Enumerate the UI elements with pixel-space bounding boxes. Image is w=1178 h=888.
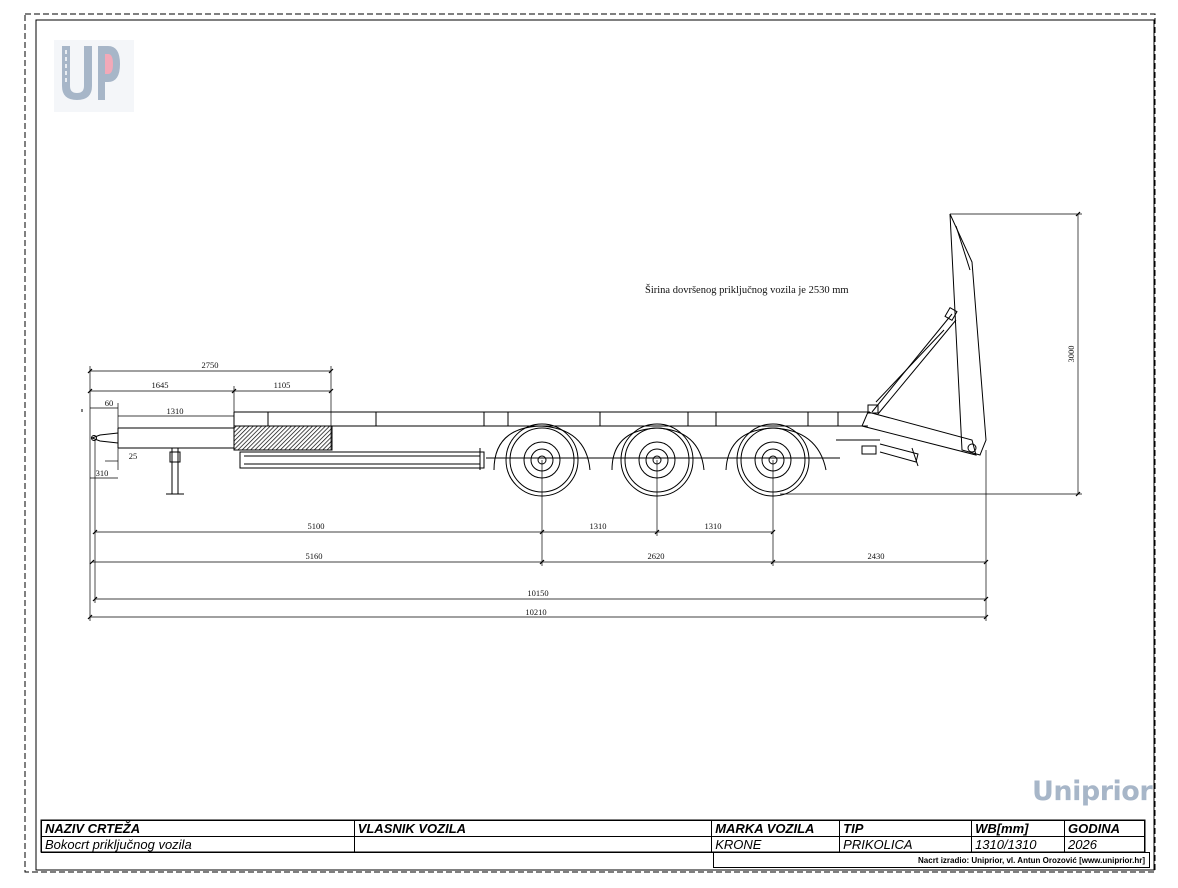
dim-1310-drawbar: 1310 — [166, 406, 184, 416]
hatched-section — [233, 425, 333, 451]
dim-1310-axle-1: 1310 — [589, 521, 607, 531]
side-toolbox — [239, 451, 485, 469]
header-vehicle-make: MARKA VOZILA — [711, 820, 841, 837]
dim-10210: 10210 — [525, 607, 547, 617]
width-note: Širina dovršenog priključnog vozila je 2… — [645, 285, 849, 296]
dim-5160: 5160 — [305, 551, 323, 561]
trailer-side-view — [81, 213, 987, 497]
dim-1310-axle-2: 1310 — [704, 521, 722, 531]
dim-1105: 1105 — [273, 380, 291, 390]
value-type: PRIKOLICA — [839, 836, 973, 853]
header-wheelbase: WB[mm] — [971, 820, 1066, 837]
dim-1645: 1645 — [151, 380, 169, 390]
dim-25: 25 — [128, 451, 138, 461]
header-year: GODINA — [1064, 820, 1145, 837]
value-vehicle-make: KRONE — [711, 836, 841, 853]
dim-3000: 3000 — [1066, 345, 1076, 363]
wheel-2 — [620, 423, 694, 497]
header-vehicle-owner: VLASNIK VOZILA — [353, 820, 713, 837]
rear-ramp — [861, 213, 987, 467]
sheet-border — [24, 13, 1156, 873]
uniprior-logo — [54, 40, 134, 112]
value-year: 2026 — [1064, 836, 1145, 853]
support-leg — [166, 447, 184, 495]
wheel-1 — [505, 423, 579, 497]
dim-10150: 10150 — [527, 588, 549, 598]
dim-2430: 2430 — [867, 551, 885, 561]
drawing-credit: Nacrt izradio: Uniprior, vl. Antun Orozo… — [713, 852, 1150, 868]
value-drawing-name: Bokocrt priključnog vozila — [41, 836, 355, 853]
header-drawing-name: NAZIV CRTEŽA — [41, 820, 355, 837]
dim-60: 60 — [104, 398, 114, 408]
dimension-lines — [87, 211, 1082, 621]
wheel-3 — [736, 423, 810, 497]
title-block: NAZIV CRTEŽA VLASNIK VOZILA MARKA VOZILA… — [41, 820, 1145, 853]
dim-5100: 5100 — [307, 521, 325, 531]
value-vehicle-owner — [353, 836, 713, 853]
value-wheelbase: 1310/1310 — [971, 836, 1066, 853]
dim-2620: 2620 — [647, 551, 665, 561]
header-type: TIP — [839, 820, 973, 837]
drawbar — [81, 409, 234, 449]
uniprior-wordmark: Uniprior — [1032, 776, 1153, 807]
dim-2750: 2750 — [201, 360, 219, 370]
dim-310: 310 — [95, 468, 109, 478]
